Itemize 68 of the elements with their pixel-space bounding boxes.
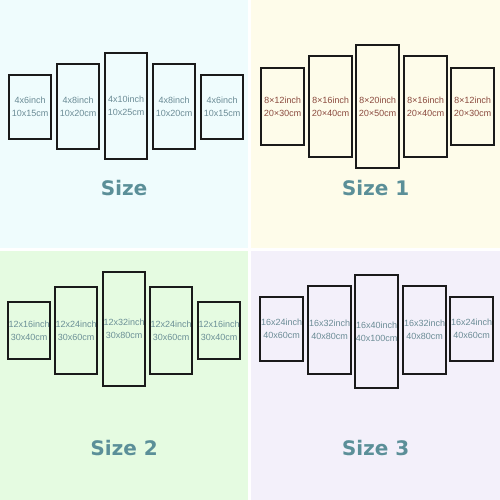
canvas-frame — [402, 285, 447, 375]
size-label: 40x100cm — [356, 332, 398, 344]
canvas-frame — [308, 55, 353, 158]
size-title: Size 1 — [340, 176, 410, 200]
size-label: 4x8inch — [158, 94, 190, 106]
size-label: 12x16inch — [198, 318, 240, 330]
canvas-frame — [307, 285, 352, 375]
size-label: 10x20cm — [60, 106, 96, 120]
size-label: 20×40cm — [406, 106, 444, 120]
size-label: 4x8inch — [62, 94, 94, 106]
size-label: 12x16inch — [8, 318, 50, 330]
size-label: 10x15cm — [204, 107, 240, 120]
size-label: 16x40inch — [356, 318, 398, 332]
size-panel — [251, 251, 500, 500]
canvas-frame — [152, 63, 196, 150]
canvas-frame — [355, 44, 400, 169]
canvas-frame — [449, 296, 494, 362]
size-label: 10x20cm — [156, 106, 192, 120]
size-label: 30x60cm — [58, 330, 94, 344]
size-label: 40x80cm — [311, 330, 348, 343]
size-label: 4x10inch — [108, 93, 144, 106]
size-label: 30x80cm — [106, 329, 142, 342]
size-title: Size — [100, 176, 148, 200]
size-label: 8×12inch — [264, 94, 301, 106]
size-label: 16x24inch — [450, 316, 492, 329]
canvas-frame — [197, 301, 241, 360]
size-label: 20×50cm — [358, 106, 396, 120]
canvas-frame — [149, 286, 193, 375]
size-title: Size 3 — [340, 436, 410, 460]
size-label: 8×16inch — [407, 94, 444, 106]
size-label: 10x25cm — [108, 106, 144, 119]
size-label: 30x40cm — [10, 330, 48, 344]
size-label: 40x80cm — [406, 330, 443, 343]
size-label: 30x40cm — [200, 330, 238, 344]
size-label: 12x24inch — [55, 318, 97, 330]
size-label: 10x15cm — [12, 107, 48, 120]
canvas-frame — [104, 52, 148, 160]
canvas-frame — [260, 67, 305, 146]
canvas-frame — [8, 74, 52, 140]
canvas-frame — [56, 63, 100, 150]
size-panel — [251, 0, 500, 248]
canvas-frame — [403, 55, 448, 158]
size-panel — [0, 0, 248, 248]
size-label: 16x32inch — [308, 317, 350, 330]
size-label: 20×40cm — [312, 106, 350, 120]
canvas-frame — [7, 301, 51, 360]
size-panel — [0, 251, 248, 500]
canvas-frame — [450, 67, 495, 146]
size-label: 12x24inch — [150, 318, 192, 330]
size-label: 40x60cm — [453, 329, 490, 342]
canvas-frame — [200, 74, 244, 140]
size-label: 4x6inch — [206, 94, 238, 107]
size-label: 30x60cm — [152, 330, 190, 344]
size-label: 8×16inch — [312, 94, 349, 106]
size-label: 20×30cm — [264, 106, 302, 120]
size-label: 8×20inch — [359, 94, 396, 106]
size-label: 12x32inch — [103, 316, 145, 329]
size-title: Size 2 — [89, 436, 159, 460]
size-label: 16x24inch — [260, 316, 302, 329]
canvas-frame — [102, 271, 146, 387]
size-label: 20×30cm — [454, 106, 492, 120]
canvas-frame — [54, 286, 98, 375]
size-label: 4x6inch — [14, 94, 46, 107]
canvas-frame — [354, 274, 399, 389]
size-label: 16x32inch — [404, 317, 446, 330]
size-label: 40x60cm — [263, 329, 300, 342]
canvas-frame — [259, 296, 304, 362]
size-label: 8×12inch — [454, 94, 491, 106]
